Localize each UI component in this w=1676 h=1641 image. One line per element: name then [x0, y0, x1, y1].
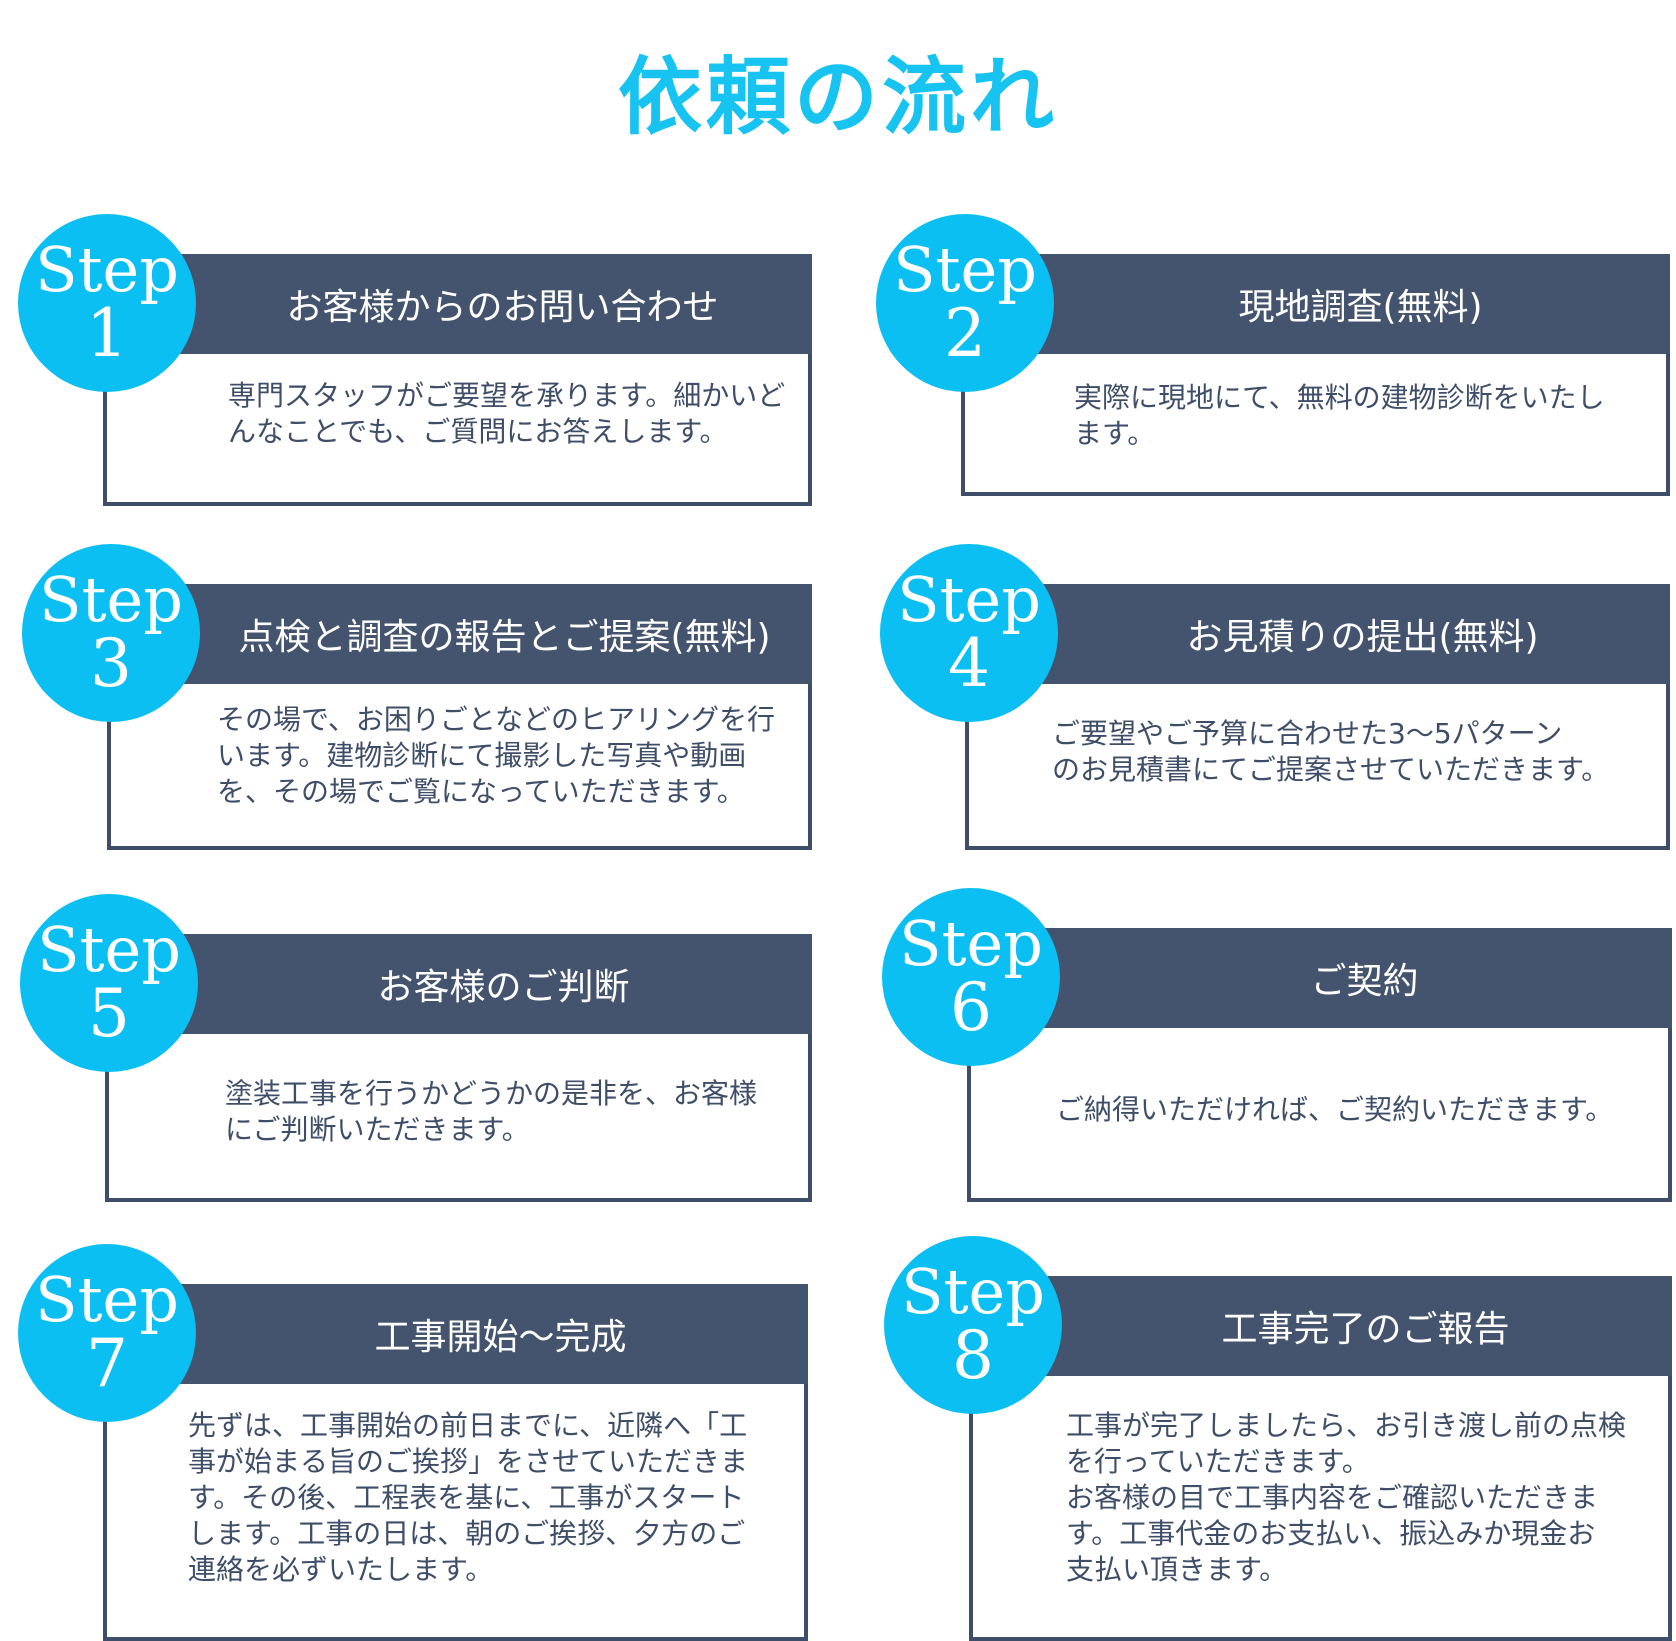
step-description: 塗装工事を行うかどうかの是非を、お客様 にご判断いただきます。: [225, 1077, 758, 1146]
step-number: 1: [86, 295, 128, 372]
step-header-band: [103, 254, 812, 354]
step-badge: Step 4: [880, 544, 1058, 722]
step-badge: Step 7: [18, 1244, 196, 1422]
step-label: Step: [35, 233, 179, 306]
step-label: Step: [901, 1255, 1045, 1328]
step-header-band: [105, 934, 812, 1034]
step-label: Step: [897, 563, 1041, 636]
step-header-band: [103, 1284, 808, 1384]
step-header-band: [107, 584, 812, 684]
step-description: 実際に現地にて、無料の建物診断をいたし ます。: [1074, 381, 1605, 450]
step-card-5: お客様のご判断 塗装工事を行うかどうかの是非を、お客様 にご判断いただきます。 …: [20, 894, 812, 1202]
step-card-1: お客様からのお問い合わせ 専門スタッフがご要望を承ります。細かいど んなことでも…: [18, 214, 812, 506]
step-label: Step: [899, 907, 1043, 980]
step-badge: Step 2: [876, 214, 1054, 392]
step-description: その場で、お困りごとなどのヒアリングを行 います。建物診断にて撮影した写真や動画…: [217, 703, 776, 808]
step-description: ご要望やご予算に合わせた3～5パターン のお見積書にてご提案させていただきます。: [1052, 717, 1610, 786]
step-card-2: 現地調査(無料) 実際に現地にて、無料の建物診断をいたし ます。 Step 2: [876, 214, 1670, 496]
step-badge: Step 1: [18, 214, 196, 392]
step-label: Step: [39, 563, 183, 636]
step-card-4: お見積りの提出(無料) ご要望やご予算に合わせた3～5パターン のお見積書にてご…: [880, 544, 1670, 850]
step-heading: お見積りの提出(無料): [1186, 617, 1539, 658]
page-title: 依頼の流れ: [617, 48, 1058, 146]
step-badge: Step 8: [884, 1236, 1062, 1414]
step-heading: ご契約: [1310, 961, 1419, 1002]
step-badge: Step 5: [20, 894, 198, 1072]
step-heading: お客様のご判断: [377, 967, 630, 1008]
step-header-band: [969, 1276, 1672, 1376]
step-number: 3: [90, 625, 132, 702]
step-number: 8: [952, 1317, 994, 1394]
step-label: Step: [893, 233, 1037, 306]
step-card-7: 工事開始～完成 先ずは、工事開始の前日までに、近隣へ「工 事が始まる旨のご挨拶」…: [18, 1244, 808, 1641]
step-number: 6: [950, 969, 992, 1046]
step-badge: Step 6: [882, 888, 1060, 1066]
step-number: 4: [948, 625, 990, 702]
step-card-8: 工事完了のご報告 工事が完了しましたら、お引き渡し前の点検 を行っていただきます…: [884, 1236, 1672, 1641]
step-label: Step: [37, 913, 181, 986]
step-description: 工事が完了しましたら、お引き渡し前の点検 を行っていただきます。 お客様の目で工…: [1066, 1409, 1627, 1586]
step-header-band: [961, 254, 1670, 354]
step-number: 5: [88, 975, 130, 1052]
step-description: 専門スタッフがご要望を承ります。細かいど んなことでも、ご質問にお答えします。: [228, 379, 786, 448]
step-heading: 点検と調査の報告とご提案(無料): [238, 617, 771, 658]
step-description: 先ずは、工事開始の前日までに、近隣へ「工 事が始まる旨のご挨拶」をさせていただき…: [188, 1409, 749, 1586]
step-card-3: 点検と調査の報告とご提案(無料) その場で、お困りごとなどのヒアリングを行 いま…: [22, 544, 812, 850]
step-heading: 工事開始～完成: [374, 1317, 627, 1358]
step-header-band: [965, 584, 1670, 684]
step-heading: 現地調査(無料): [1238, 287, 1483, 328]
step-heading: お客様からのお問い合わせ: [286, 287, 719, 328]
step-heading: 工事完了のご報告: [1221, 1309, 1510, 1350]
step-label: Step: [35, 1263, 179, 1336]
step-card-6: ご契約 ご納得いただければ、ご契約いただきます。 Step 6: [882, 888, 1672, 1202]
step-number: 2: [944, 295, 986, 372]
step-badge: Step 3: [22, 544, 200, 722]
step-header-band: [967, 928, 1672, 1028]
step-description: ご納得いただければ、ご契約いただきます。: [1056, 1093, 1614, 1126]
step-number: 7: [86, 1325, 128, 1402]
